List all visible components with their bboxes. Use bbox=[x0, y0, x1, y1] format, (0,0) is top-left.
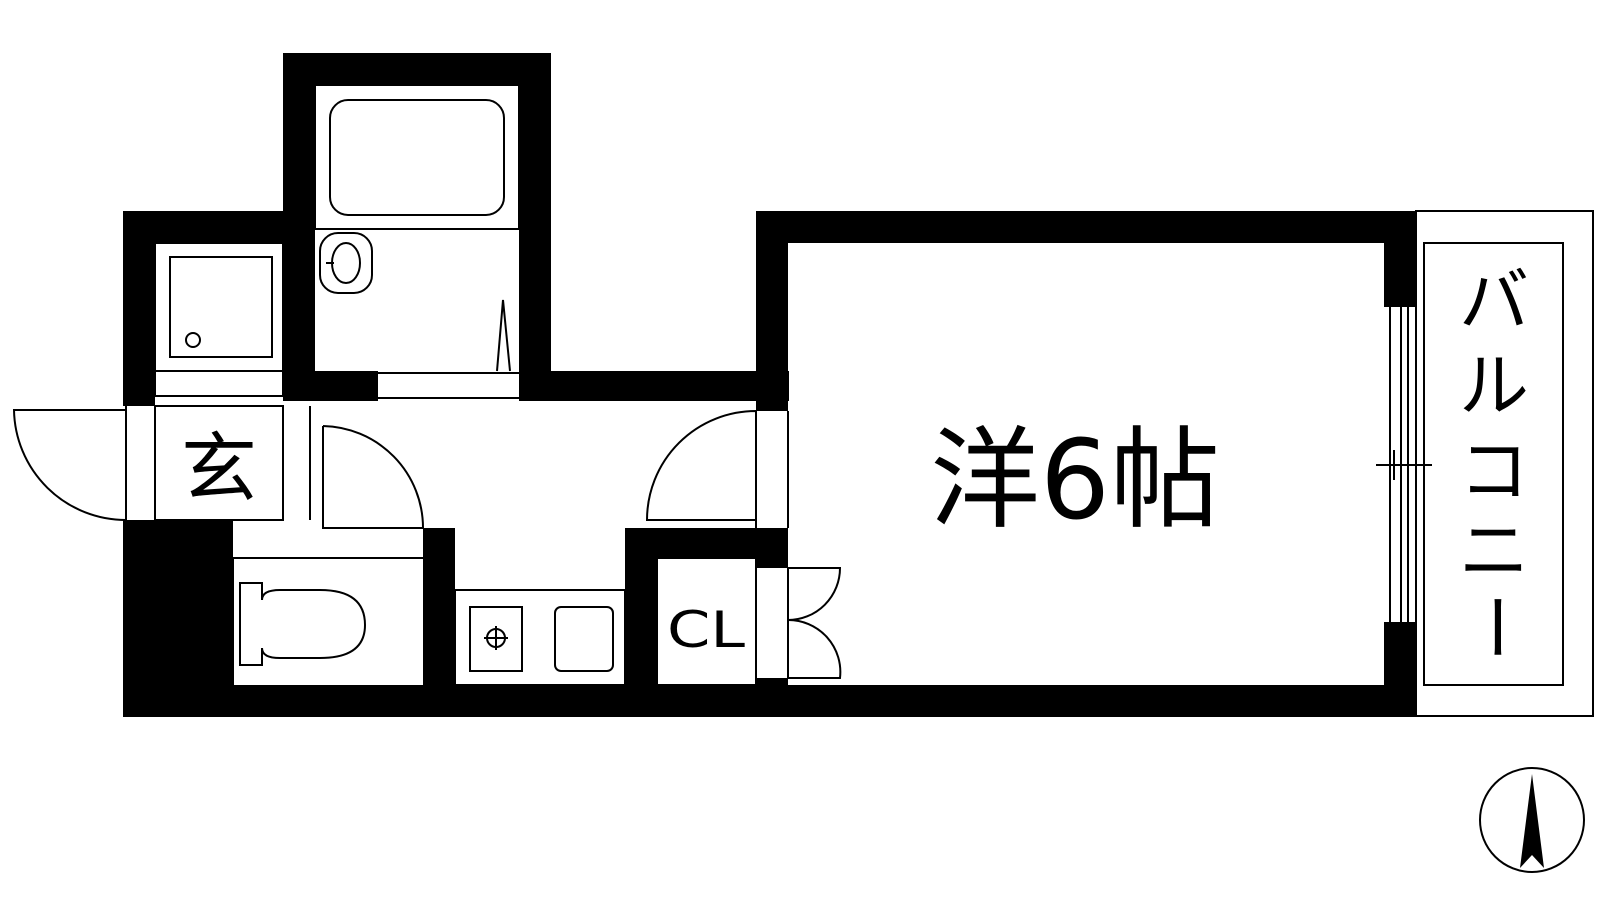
wall-closet-right bbox=[756, 528, 788, 568]
wall-left-block bbox=[123, 520, 233, 716]
wall-bath-top bbox=[283, 53, 551, 85]
balcony-char: ー bbox=[1454, 592, 1536, 662]
sink-icon bbox=[554, 606, 614, 672]
walls bbox=[123, 53, 1416, 717]
entrance-door-swing[interactable] bbox=[12, 409, 127, 521]
closet-door-swing[interactable] bbox=[787, 567, 842, 679]
washbasin-icon bbox=[319, 232, 373, 294]
room-label-western: 洋6帖 bbox=[930, 416, 1220, 544]
room-door-swing[interactable] bbox=[645, 410, 757, 521]
balcony-char: ニ bbox=[1459, 510, 1529, 592]
wall-bath-bottom-stub bbox=[283, 371, 378, 401]
wall-left-upper bbox=[123, 211, 155, 406]
balcony-inner bbox=[1423, 242, 1564, 686]
door-swings bbox=[12, 409, 842, 679]
bath-door-swing bbox=[496, 299, 511, 372]
balcony-char: コ bbox=[1459, 430, 1529, 512]
wall-corridor-top bbox=[519, 371, 789, 401]
wall-bath-right bbox=[519, 53, 551, 401]
stove-icon bbox=[469, 606, 523, 672]
toilet-icon bbox=[239, 582, 367, 666]
wall-toilet-top bbox=[123, 520, 223, 550]
wall-room-left-upper bbox=[756, 211, 788, 411]
balcony-char: バ bbox=[1459, 260, 1529, 342]
balcony-char: ル bbox=[1459, 345, 1529, 427]
bathtub-icon bbox=[314, 84, 520, 230]
wall-closet-left bbox=[625, 528, 657, 716]
toilet-door-swing[interactable] bbox=[322, 425, 424, 529]
fixtures bbox=[169, 84, 614, 672]
washing-machine-pan-icon bbox=[169, 256, 273, 358]
interior-lines bbox=[125, 210, 1594, 717]
room-label-entrance: 玄 bbox=[181, 424, 257, 513]
room-label-closet: CL bbox=[667, 601, 745, 659]
laundry-area-inner bbox=[154, 370, 284, 397]
balcony-outer bbox=[1415, 210, 1594, 717]
wall-closet-right-low bbox=[756, 678, 788, 716]
wall-room-top bbox=[756, 211, 1416, 243]
kitchen-counter bbox=[454, 589, 626, 686]
wall-toilet-right bbox=[423, 528, 455, 716]
wall-room-right-upper bbox=[1384, 211, 1416, 307]
room-label-balcony: バ ル コ ニ ー bbox=[1454, 260, 1536, 662]
north-arrow-icon bbox=[1479, 767, 1585, 873]
closet-frame bbox=[656, 557, 757, 686]
laundry-area-frame bbox=[154, 242, 284, 372]
